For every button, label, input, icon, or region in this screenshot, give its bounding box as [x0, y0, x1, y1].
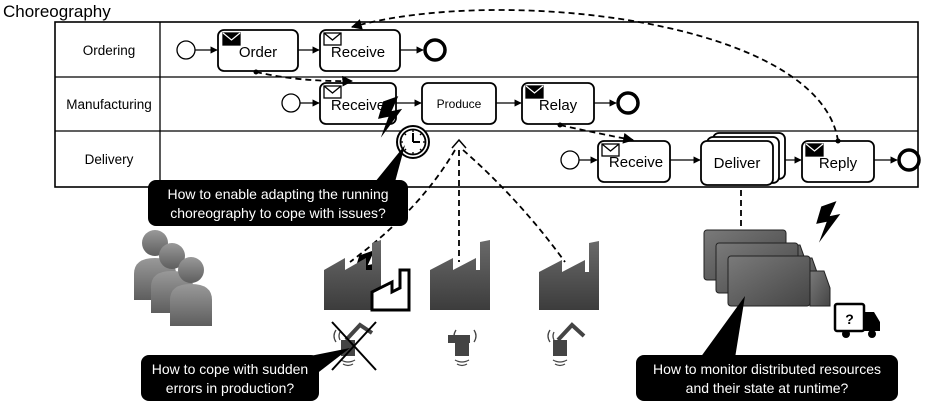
task-relay: Relay [521, 82, 595, 125]
end-event [423, 38, 447, 62]
callout-line: choreography to cope with issues? [170, 205, 386, 221]
fan-out-marker [451, 138, 467, 149]
callout-bubble [148, 180, 408, 226]
task-receive-delivery: Receive [597, 140, 671, 183]
end-event [616, 91, 640, 115]
unknown-truck-icon: ? [833, 302, 880, 338]
callout-pointer [375, 145, 405, 182]
task-box [700, 140, 774, 186]
callout-line: How to enable adapting the running [167, 186, 388, 202]
callout-bubble [141, 355, 319, 401]
people-icon [134, 230, 212, 326]
callout-line: How to monitor distributed resources [653, 361, 881, 377]
error-cross-icon [331, 321, 377, 371]
task-label: Produce [437, 97, 482, 111]
unknown-truck-badge: ? [845, 311, 854, 327]
task-label: Reply [819, 155, 858, 172]
task-label: Receive [609, 154, 663, 171]
callout-pointer [700, 296, 745, 358]
message-flow-reply-to-ordering [350, 9, 839, 142]
callout-line: and their state at runtime? [686, 380, 849, 396]
message-send-icon [222, 32, 241, 46]
lane-label-manufacturing: Manufacturing [66, 97, 152, 112]
callout-line: errors in production? [166, 380, 295, 396]
task-deliver-multi-instance: Deliver [700, 132, 786, 186]
task-label: Receive [331, 97, 385, 114]
factory-icon [539, 241, 599, 310]
task-label: Deliver [714, 155, 761, 172]
link-factory-1 [349, 149, 456, 263]
link-factory-3 [462, 149, 566, 263]
callout-adapt-choreography: How to enable adapting the running chore… [148, 145, 408, 226]
task-label: Relay [539, 97, 578, 114]
start-event [176, 40, 196, 60]
task-receive-ordering: Receive [319, 29, 401, 72]
produce-to-factory-links [349, 149, 742, 263]
end-event [897, 148, 921, 172]
task-reply: Reply [801, 140, 875, 183]
factory-icon [324, 240, 381, 310]
start-event [281, 93, 301, 113]
callout-production-errors: How to cope with sudden errors in produc… [141, 348, 350, 401]
factory-icon [430, 240, 490, 310]
building-outline-icon [370, 268, 411, 312]
message-flow-source [557, 122, 563, 128]
task-receive-manufacturing: Receive [319, 82, 397, 125]
lightning-bolt-icon [813, 198, 843, 246]
task-order: Order [217, 29, 299, 72]
callout-bubble [636, 355, 898, 401]
callout-line: How to cope with sudden [152, 361, 308, 377]
start-event [560, 150, 580, 170]
callout-monitor-resources: How to monitor distributed resources and… [636, 296, 898, 401]
timer-icon [396, 125, 430, 159]
robot-arm-icon [547, 322, 586, 367]
message-flows [255, 9, 839, 144]
task-produce: Produce [421, 82, 497, 125]
machine-icon [448, 329, 477, 367]
diagram-title: Choreography [3, 2, 111, 21]
task-label: Order [239, 44, 277, 61]
lane-label-ordering: Ordering [83, 43, 136, 58]
message-flow-source [835, 138, 841, 144]
truck-fleet-icon [703, 229, 831, 307]
lane-label-delivery: Delivery [85, 152, 134, 167]
message-flow-source [253, 69, 259, 75]
task-label: Receive [331, 44, 385, 61]
